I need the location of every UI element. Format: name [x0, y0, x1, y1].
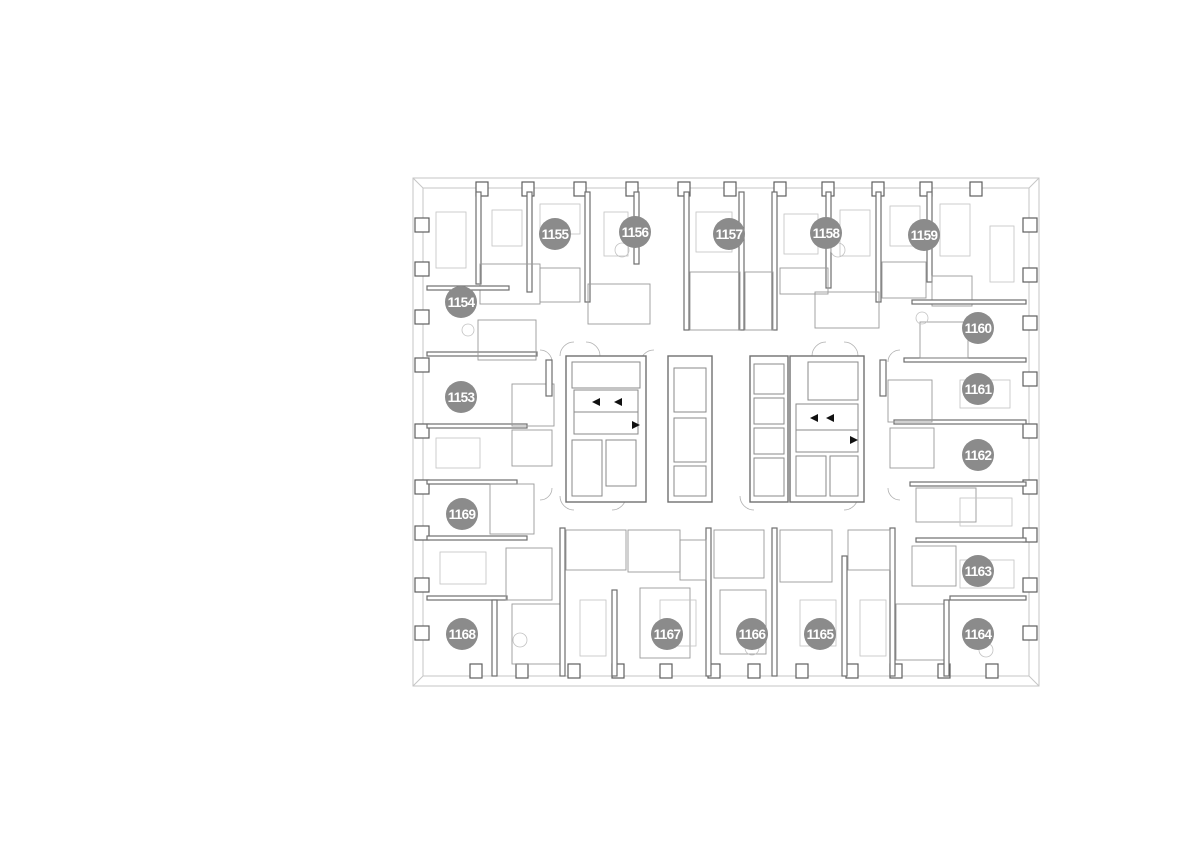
unit-1153-badge [445, 381, 477, 413]
unit-1163-badge [962, 555, 994, 587]
unit-1155-marker[interactable]: 1155 [539, 218, 571, 250]
unit-1160-marker[interactable]: 1160 [962, 312, 994, 344]
unit-1157-badge [713, 218, 745, 250]
unit-1158-marker[interactable]: 1158 [810, 217, 842, 249]
unit-1158-badge [810, 217, 842, 249]
unit-1168-label: 1168 [449, 627, 477, 642]
facade-column [414, 479, 430, 495]
unit-1166-label: 1166 [739, 627, 767, 642]
partition-walls [426, 191, 1027, 677]
unit-1155-badge [539, 218, 571, 250]
unit-1167-marker[interactable]: 1167 [651, 618, 683, 650]
unit-1156-label: 1156 [622, 225, 650, 240]
facade-column [414, 309, 430, 325]
unit-1165-marker[interactable]: 1165 [804, 618, 836, 650]
facade-column [747, 663, 761, 679]
facade-column [1022, 371, 1038, 387]
unit-1157-marker[interactable]: 1157 [713, 218, 745, 250]
facade-column [515, 663, 529, 679]
unit-1161-marker[interactable]: 1161 [962, 373, 994, 405]
unit-1162-badge [962, 439, 994, 471]
facade-column [969, 181, 983, 197]
unit-1164-marker[interactable]: 1164 [962, 618, 994, 650]
facade-column [985, 663, 999, 679]
facade-column [414, 625, 430, 641]
unit-1164-label: 1164 [965, 627, 993, 642]
facade-column [1022, 423, 1038, 439]
facade-column [1022, 267, 1038, 283]
facade-column [1022, 577, 1038, 593]
unit-1153-marker[interactable]: 1153 [445, 381, 477, 413]
facade-column [414, 423, 430, 439]
unit-1159-marker[interactable]: 1159 [908, 219, 940, 251]
unit-1160-label: 1160 [965, 321, 992, 336]
unit-1154-label: 1154 [448, 295, 476, 310]
unit-1169-label: 1169 [449, 507, 476, 522]
facade-column [567, 663, 581, 679]
unit-1155-label: 1155 [542, 227, 570, 242]
facade-column [414, 577, 430, 593]
unit-1165-label: 1165 [807, 627, 835, 642]
unit-1163-label: 1163 [965, 564, 993, 579]
unit-1167-label: 1167 [654, 627, 681, 642]
unit-1166-badge [736, 618, 768, 650]
unit-1153-label: 1153 [448, 390, 476, 405]
facade-column [723, 181, 737, 197]
facade-column [1022, 625, 1038, 641]
unit-markers: 1155 1156 1157 1158 1159 1154 1160 1153 [445, 216, 994, 650]
facade-column [659, 663, 673, 679]
unit-1160-badge [962, 312, 994, 344]
unit-1168-marker[interactable]: 1168 [446, 618, 478, 650]
unit-1169-badge [446, 498, 478, 530]
facade-column [414, 357, 430, 373]
facade-column [414, 525, 430, 541]
unit-1167-badge [651, 618, 683, 650]
unit-1163-marker[interactable]: 1163 [962, 555, 994, 587]
unit-1154-marker[interactable]: 1154 [445, 286, 477, 318]
unit-1156-badge [619, 216, 651, 248]
unit-1159-badge [908, 219, 940, 251]
unit-1166-marker[interactable]: 1166 [736, 618, 768, 650]
unit-1164-badge [962, 618, 994, 650]
unit-1157-label: 1157 [716, 227, 743, 242]
facade-column [795, 663, 809, 679]
facade-column [1022, 315, 1038, 331]
facade-column [414, 261, 430, 277]
facade-column [414, 217, 430, 233]
central-core [545, 355, 887, 503]
facade-column [1022, 217, 1038, 233]
unit-1162-label: 1162 [965, 448, 992, 463]
unit-1169-marker[interactable]: 1169 [446, 498, 478, 530]
unit-1162-marker[interactable]: 1162 [962, 439, 994, 471]
facade-column [845, 663, 859, 679]
unit-1165-badge [804, 618, 836, 650]
unit-1168-badge [446, 618, 478, 650]
unit-1159-label: 1159 [911, 228, 938, 243]
facade-column [469, 663, 483, 679]
unit-1161-label: 1161 [965, 382, 993, 397]
unit-1156-marker[interactable]: 1156 [619, 216, 651, 248]
unit-1154-badge [445, 286, 477, 318]
facade-column [573, 181, 587, 197]
unit-1161-badge [962, 373, 994, 405]
unit-1158-label: 1158 [813, 226, 841, 241]
